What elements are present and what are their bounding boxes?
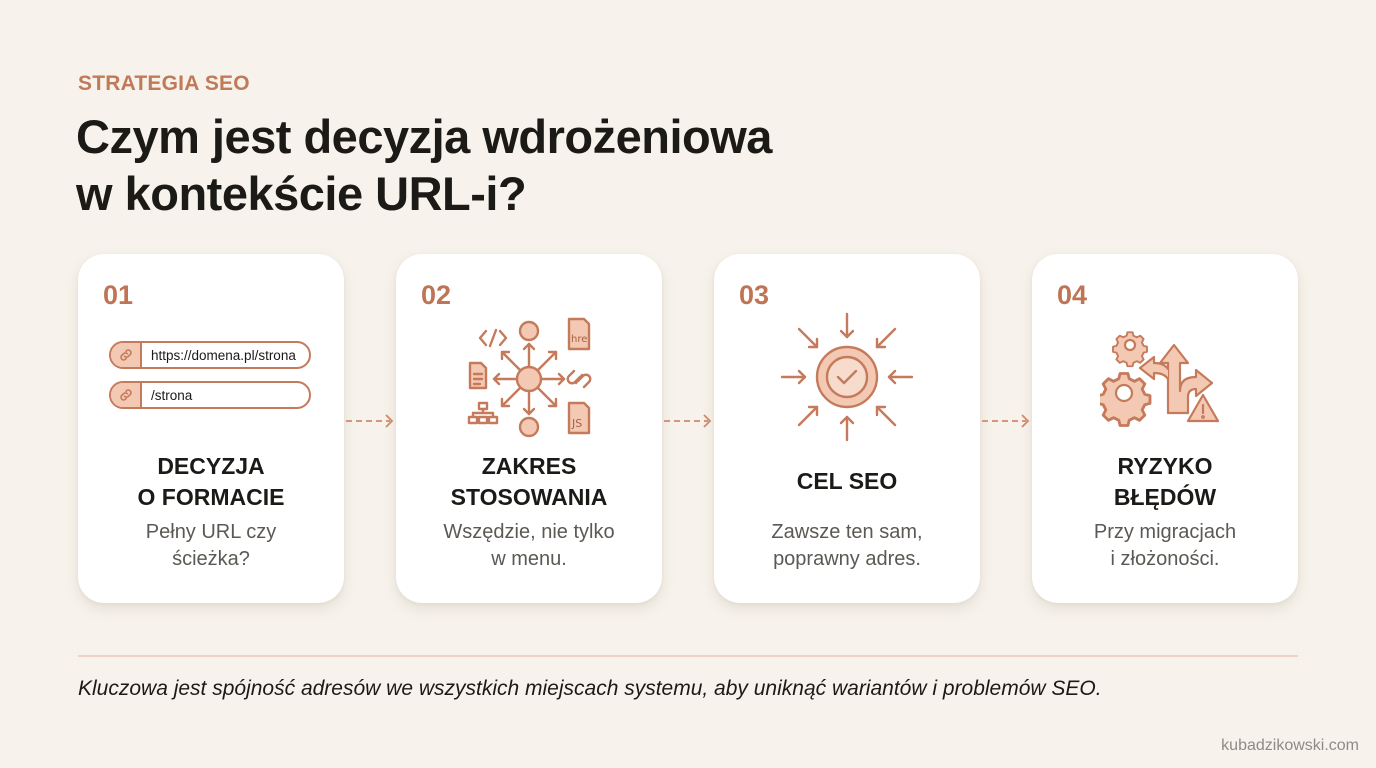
heading-line-1: ZAKRES [481, 453, 577, 479]
dashed-arrow-icon [346, 414, 394, 428]
card-description: Wszędzie, nie tylko w menu. [396, 519, 662, 573]
card-heading: DECYZJA O FORMACIE [78, 451, 344, 513]
link-icon [111, 343, 142, 367]
heading-line-1: DECYZJA [157, 453, 265, 479]
eyebrow-label: STRATEGIA SEO [78, 72, 250, 95]
card-description: Pełny URL czy ścieżka? [78, 519, 344, 573]
full-url-field: https://domena.pl/strona [109, 341, 311, 369]
heading-line-2: BŁĘDÓW [1113, 484, 1217, 510]
page-title: Czym jest decyzja wdrożeniowa w kontekśc… [76, 108, 772, 222]
scope-network-icon: hre JS [396, 306, 662, 446]
title-line-2: w kontekście URL-i? [76, 167, 527, 220]
card-scope: 02 hre JS ZAKRES STOSOWANIA [396, 254, 662, 603]
target-check-icon [714, 306, 980, 446]
step-number: 04 [1057, 280, 1088, 310]
desc-line-1: Pełny URL czy [145, 521, 277, 543]
divider [78, 655, 1298, 657]
desc-line-2: poprawny adres. [773, 548, 921, 570]
card-description: Przy migracjach i złożoności. [1032, 519, 1298, 573]
step-number: 03 [739, 280, 770, 310]
step-number: 02 [421, 280, 452, 310]
desc-line-2: w menu. [491, 548, 567, 570]
footer-note: Kluczowa jest spójność adresów we wszyst… [78, 677, 1102, 700]
card-description: Zawsze ten sam, poprawny adres. [714, 519, 980, 573]
card-error-risk: 04 RYZYKO BŁĘDÓW Przy migracjach i złożo… [1032, 254, 1298, 603]
card-seo-goal: 03 CEL SEO Zawsze ten sam, poprawny adre… [714, 254, 980, 603]
desc-line-1: Zawsze ten sam, [771, 521, 923, 543]
desc-line-1: Przy migracjach [1093, 521, 1237, 543]
path-url-field: /strona [109, 381, 311, 409]
step-number: 01 [103, 280, 134, 310]
desc-line-1: Wszędzie, nie tylko [443, 521, 615, 543]
heading-line-1: RYZYKO [1117, 453, 1213, 479]
svg-text:hre: hre [571, 334, 587, 345]
link-icon [111, 383, 142, 407]
desc-line-2: i złożoności. [1110, 548, 1220, 570]
path-url-text: /strona [151, 387, 193, 403]
dashed-arrow-icon [982, 414, 1030, 428]
gears-fork-warning-icon [1032, 306, 1298, 446]
heading-line-1: CEL SEO [796, 468, 898, 494]
full-url-text: https://domena.pl/strona [151, 347, 296, 363]
card-heading: ZAKRES STOSOWANIA [396, 451, 662, 513]
brand-watermark: kubadzikowski.com [1221, 737, 1359, 754]
card-format-decision: 01 https://domena.pl/strona /strona DECY… [78, 254, 344, 603]
card-heading: CEL SEO [714, 466, 980, 497]
heading-line-2: O FORMACIE [137, 484, 285, 510]
heading-line-2: STOSOWANIA [450, 484, 608, 510]
desc-line-2: ścieżka? [172, 548, 250, 570]
dashed-arrow-icon [664, 414, 712, 428]
svg-text:JS: JS [571, 417, 582, 430]
card-heading: RYZYKO BŁĘDÓW [1032, 451, 1298, 513]
title-line-1: Czym jest decyzja wdrożeniowa [76, 110, 772, 163]
